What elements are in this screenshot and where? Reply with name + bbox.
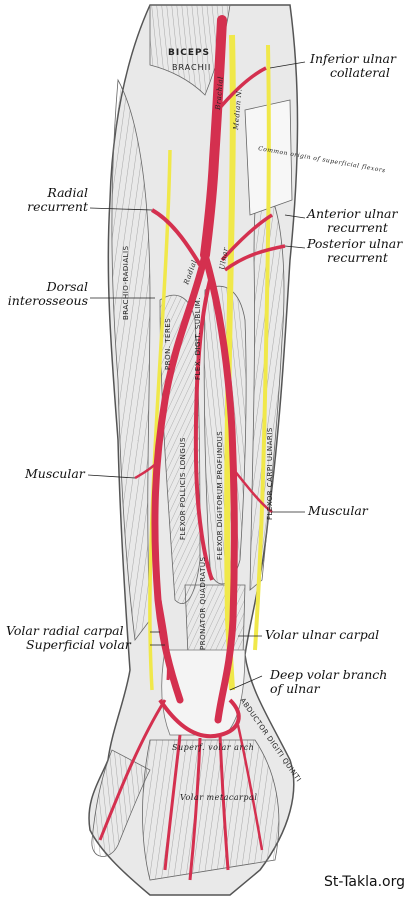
muscle-label-superficial-volar-arch: Superf. volar arch <box>172 743 254 752</box>
label-deep-volar-branch-line1: Deep volar branch <box>270 667 388 682</box>
label-dorsal-interosseous-line1: Dorsal <box>46 279 88 294</box>
label-inferior-ulnar-collateral-line2: collateral <box>330 65 390 80</box>
superficial-volar-artery <box>158 599 170 681</box>
thumb-artery <box>98 699 167 841</box>
palm <box>142 739 280 881</box>
label-anterior-ulnar-recurrent-line2: recurrent <box>327 220 388 235</box>
muscle-label-flexor-carpi-ulnaris: FLEXOR CARPI ULNARIS <box>266 427 274 520</box>
label-posterior-ulnar-recurrent-line2: recurrent <box>327 250 388 265</box>
muscle-label-brachio-radialis: BRACHIO-RADIALIS <box>122 245 130 320</box>
ulnar-nerve <box>253 44 271 651</box>
brachioradialis-muscle <box>111 78 151 642</box>
muscle-label-flexor-digitorum-profundus: FLEXOR DIGITORUM PROFUNDUS <box>216 431 224 560</box>
label-volar-ulnar-carpal: Volar ulnar carpal <box>265 627 380 642</box>
label-posterior-ulnar-recurrent: Posterior ulnar recurrent <box>307 237 402 265</box>
digital-artery-1 <box>163 734 182 871</box>
muscular-branch-right <box>233 469 273 514</box>
label-radial-recurrent: Radial recurrent <box>20 186 88 214</box>
digital-artery-3 <box>218 734 230 871</box>
anterior-ulnar-recurrent-artery <box>220 213 273 262</box>
label-anterior-ulnar-recurrent-line1: Anterior ulnar <box>307 206 398 221</box>
thumb <box>91 749 151 857</box>
label-radial-recurrent-line2: recurrent <box>27 199 88 214</box>
label-inferior-ulnar-collateral: Inferior ulnar collateral <box>310 52 396 80</box>
brachial-artery <box>200 15 227 260</box>
posterior-ulnar-recurrent-artery <box>223 244 286 272</box>
muscle-label-pronator-quadratus: PRONATOR QUADRATUS <box>199 557 207 650</box>
muscle-label-brachial: Brachial <box>214 76 225 111</box>
inferior-ulnar-collateral-artery <box>216 66 267 112</box>
muscle-label-ulnar: Ulnar <box>218 246 230 270</box>
label-deep-volar-branch: Deep volar branch of ulnar <box>270 668 387 696</box>
muscular-branch-left <box>134 459 161 480</box>
label-superficial-volar: Superficial volar <box>26 637 131 652</box>
muscle-label-biceps: BICEPS <box>168 48 210 58</box>
ulnar-artery <box>201 251 238 724</box>
label-dorsal-interosseous: Dorsal interosseous <box>4 280 88 308</box>
muscle-label-pronator-teres: PRON. TERES <box>164 318 172 370</box>
label-muscular-right: Muscular <box>308 503 368 518</box>
interosseous-artery <box>193 279 214 581</box>
muscle-label-median-n: Median N. <box>232 88 244 131</box>
leader-lines <box>87 61 306 691</box>
digital-artery-2 <box>188 737 202 881</box>
muscle-label-volar-metacarpal: Volar metacarpal <box>180 793 257 802</box>
label-deep-volar-branch-line2: of ulnar <box>270 681 320 696</box>
median-nerve <box>224 34 236 691</box>
label-inferior-ulnar-collateral-line1: Inferior ulnar <box>310 51 396 66</box>
label-dorsal-interosseous-line2: interosseous <box>7 293 88 308</box>
label-volar-radial-carpal: Volar radial carpal <box>6 623 124 638</box>
muscle-label-brachii: BRACHII <box>172 63 211 72</box>
label-posterior-ulnar-recurrent-line1: Posterior ulnar <box>307 236 403 251</box>
label-muscular-left: Muscular <box>25 466 85 481</box>
watermark: St-Takla.org <box>324 874 405 890</box>
label-anterior-ulnar-recurrent: Anterior ulnar recurrent <box>307 207 397 235</box>
digital-artery-4 <box>236 724 264 851</box>
muscle-label-flexor-pollicis-longus: FLEXOR POLLICIS LONGUS <box>179 437 187 540</box>
radial-recurrent-artery <box>150 208 202 267</box>
label-radial-recurrent-line1: Radial <box>47 185 88 200</box>
muscle-label-flex-digit-sublim: FLEX. DIGIT. SUBLIM. <box>194 297 202 380</box>
